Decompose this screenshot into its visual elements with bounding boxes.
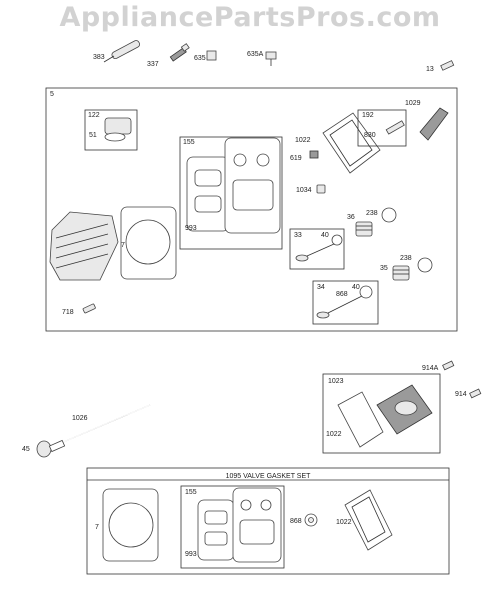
section-label-192: 192	[362, 112, 374, 119]
part-635	[206, 50, 217, 61]
watermark: AppliancePartsPros.com	[59, 2, 441, 33]
part-label-1022b: 1022	[326, 431, 342, 438]
kit-part-label-868: 868	[290, 518, 302, 525]
kit-part-label-7: 7	[95, 524, 99, 531]
head-gasket-plate	[224, 137, 281, 234]
kit-seal-868	[304, 513, 318, 527]
kit-section-label-155: 155	[185, 489, 197, 496]
part-label-45: 45	[22, 446, 30, 453]
push-rod-1026	[60, 404, 151, 444]
intake-valve-box	[289, 228, 345, 270]
valve-cover-gasket-1022	[322, 112, 381, 174]
part-label-718: 718	[62, 309, 74, 316]
valve-cover	[376, 384, 433, 435]
tappet-45	[36, 439, 66, 458]
part-label-40b: 40	[352, 284, 360, 291]
valve-gasket-kit-box	[86, 467, 450, 575]
part-label-35: 35	[380, 265, 388, 272]
part-label-914: 914	[455, 391, 467, 398]
rocker-arm-part	[104, 117, 132, 142]
valve-cover-gasket-1022b	[337, 391, 384, 448]
section-label-122: 122	[88, 112, 100, 119]
kit-valve-cover-gasket-1022	[344, 489, 393, 551]
part-label-238a: 238	[366, 210, 378, 217]
cylinder-head	[49, 211, 119, 281]
kit-head-gasket-plate	[232, 487, 282, 563]
part-label-993: 993	[185, 225, 197, 232]
exhaust-valve-box	[312, 280, 379, 325]
valve-spring-35	[392, 265, 410, 281]
part-label-238b: 238	[400, 255, 412, 262]
cylinder-head-assembly-box	[45, 87, 458, 332]
kit-head-gasket-7	[102, 488, 159, 562]
pin-718	[82, 303, 96, 314]
kit-part-label-993: 993	[185, 551, 197, 558]
spark-plug-337	[169, 43, 190, 62]
spark-plug-wire-383	[103, 40, 140, 63]
nut-1034	[316, 184, 326, 194]
part-label-868: 868	[336, 291, 348, 298]
kit-title: 1095 VALVE GASKET SET	[226, 473, 312, 480]
part-label-914a: 914A	[422, 365, 439, 372]
part-label-383: 383	[93, 54, 105, 61]
part-label-619: 619	[290, 155, 302, 162]
intake-gasket-993	[186, 156, 230, 232]
retainer-238b	[417, 257, 433, 273]
breather-tube-1029	[419, 107, 449, 141]
part-label-51: 51	[89, 132, 97, 139]
part-label-1034: 1034	[296, 187, 312, 194]
intake-valve	[295, 234, 343, 262]
breather-part-830	[385, 120, 405, 135]
part-label-830: 830	[364, 132, 376, 139]
part-label-7: 7	[121, 242, 125, 249]
part-label-40a: 40	[321, 232, 329, 239]
part-label-36: 36	[347, 214, 355, 221]
section-label-155: 155	[183, 139, 195, 146]
part-label-13: 13	[426, 66, 434, 73]
screw-914	[469, 388, 482, 399]
section-label-33: 33	[294, 232, 302, 239]
section-label-5: 5	[50, 91, 54, 98]
section-label-34: 34	[317, 284, 325, 291]
part-label-337: 337	[147, 61, 159, 68]
kit-intake-gasket-993	[197, 499, 235, 561]
rocker-box	[84, 109, 138, 151]
valve-spring-36	[355, 221, 373, 237]
section-label-1023: 1023	[328, 378, 344, 385]
part-label-1022: 1022	[295, 137, 311, 144]
part-label-1026: 1026	[72, 415, 88, 422]
kit-gasket-set-box	[180, 485, 285, 569]
breather-box	[357, 109, 407, 147]
part-label-635a: 635A	[247, 51, 264, 58]
gasket-set-box	[179, 136, 283, 250]
part-label-1029: 1029	[405, 100, 421, 107]
screw-619	[309, 150, 319, 159]
part-label-635: 635	[194, 55, 206, 62]
exhaust-valve	[316, 285, 373, 319]
screw-914a	[442, 360, 455, 371]
kit-part-label-1022: 1022	[336, 519, 352, 526]
valve-cover-box	[322, 373, 441, 454]
screw-13	[440, 60, 455, 71]
part-635a	[265, 51, 277, 66]
head-gasket-7	[120, 206, 177, 280]
retainer-238a	[381, 207, 397, 223]
